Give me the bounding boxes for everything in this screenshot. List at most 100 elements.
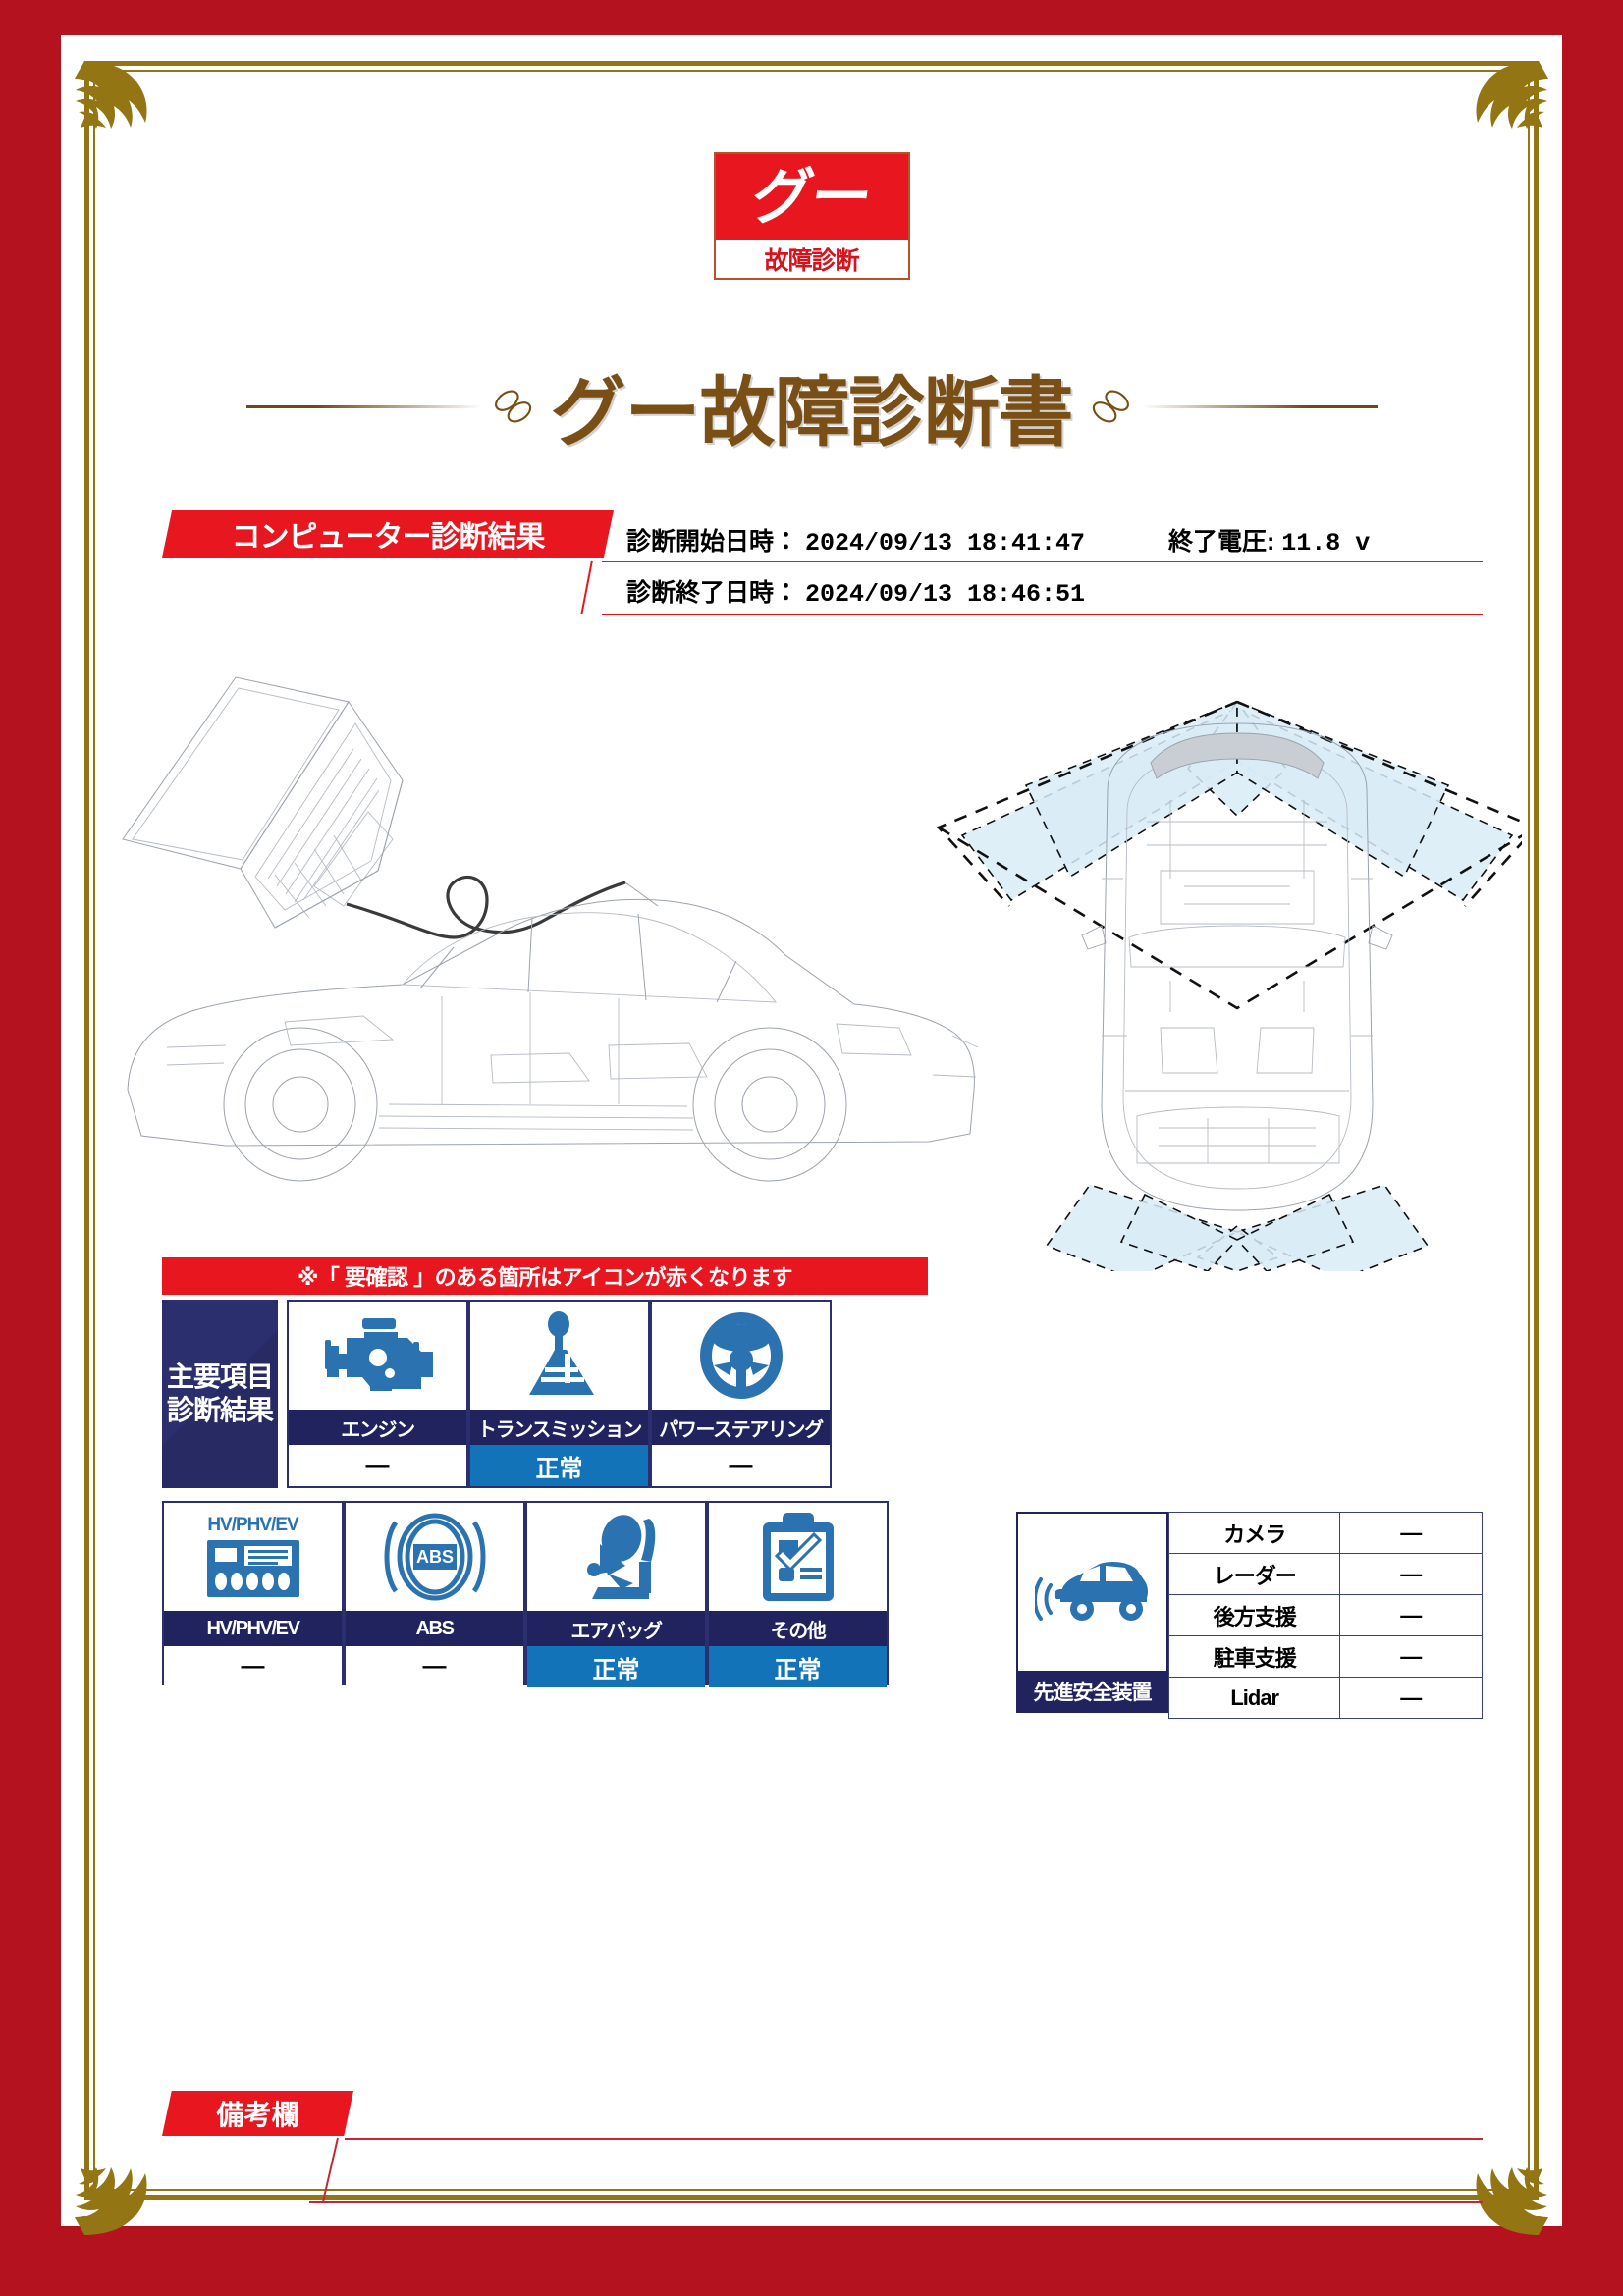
diagnosis-end-label: 診断終了日時： xyxy=(626,579,799,607)
table-row: 後方支援 — xyxy=(1167,1594,1483,1636)
main-items-grid: 主要項目 診断結果 エンジン — xyxy=(162,1300,928,1722)
diagnosis-start-label: 診断開始日時： xyxy=(626,528,799,556)
header-slash xyxy=(580,560,593,615)
remarks-banner: 備考欄 xyxy=(162,2091,353,2136)
item-name-airbag: エアバッグ xyxy=(527,1611,705,1646)
engine-icon xyxy=(289,1302,466,1410)
obd-cable xyxy=(346,876,626,939)
ornament-corner-top-right xyxy=(1476,61,1548,129)
safety-value-parking-support: — xyxy=(1339,1635,1483,1678)
car-top-wireframe xyxy=(1081,722,1393,1211)
sensor-cones-rear xyxy=(1045,1184,1430,1271)
flourish-right-icon xyxy=(1092,390,1129,423)
computer-diagnosis-banner: コンピューター診断結果 xyxy=(162,510,614,558)
remarks-rule-2 xyxy=(309,2201,1483,2203)
clipboard-check-icon xyxy=(709,1503,887,1611)
gold-border-top xyxy=(84,61,1539,66)
inner-page xyxy=(61,35,1562,2226)
item-status-hv-phv-ev: — xyxy=(164,1646,342,1687)
item-cell-engine[interactable]: エンジン — xyxy=(287,1300,468,1488)
advanced-safety-section: 先進安全装置 カメラ — レーダー — 後方支援 — 駐車支援 — Lidar … xyxy=(1016,1512,1483,1719)
table-row: カメラ — xyxy=(1167,1512,1483,1554)
item-name-engine: エンジン xyxy=(289,1410,466,1445)
safety-value-camera: — xyxy=(1339,1512,1483,1554)
main-items-side-label: 主要項目 診断結果 xyxy=(162,1300,278,1488)
remarks-rule-1 xyxy=(345,2138,1483,2140)
icon-color-notice-text: ※「 要確認 」のある箇所はアイコンが赤くなります xyxy=(297,1265,793,1290)
table-row: レーダー — xyxy=(1167,1553,1483,1595)
remarks-section: 備考欄 xyxy=(162,2091,1483,2209)
safety-value-rear-support: — xyxy=(1339,1594,1483,1636)
icon-color-notice: ※「 要確認 」のある箇所はアイコンが赤くなります xyxy=(162,1257,928,1295)
hv-battery-icon: HV/PHV/EV xyxy=(164,1503,342,1611)
title-rule-right xyxy=(1141,404,1378,408)
safety-value-lidar: — xyxy=(1339,1677,1483,1719)
item-cell-airbag[interactable]: エアバッグ 正常 xyxy=(525,1501,707,1687)
flourish-left-icon xyxy=(494,390,531,423)
laptop-wireframe xyxy=(122,676,404,929)
item-status-abs: — xyxy=(346,1646,523,1687)
gold-inner-right xyxy=(1528,70,1530,2191)
gold-inner-left xyxy=(93,70,95,2191)
item-cell-abs[interactable]: ABS ABS — xyxy=(344,1501,525,1687)
item-name-transmission: トランスミッション xyxy=(470,1410,648,1445)
safety-key-radar: レーダー xyxy=(1167,1553,1341,1595)
diagnostic-illustration xyxy=(122,676,1522,1271)
item-status-transmission: 正常 xyxy=(470,1445,648,1486)
ornament-corner-bottom-left xyxy=(75,2167,147,2235)
logo-mark-box: グー xyxy=(715,154,908,240)
abs-icon: ABS xyxy=(346,1503,523,1611)
side-label-line2: 診断結果 xyxy=(166,1395,274,1425)
header-rule-1 xyxy=(602,561,1483,562)
item-status-airbag: 正常 xyxy=(527,1646,705,1687)
gold-inner-top xyxy=(93,70,1530,72)
item-cell-transmission[interactable]: トランスミッション 正常 xyxy=(468,1300,650,1488)
ornament-corner-bottom-right xyxy=(1476,2167,1548,2235)
side-label-line1: 主要項目 xyxy=(166,1361,274,1392)
item-name-hv-phv-ev: HV/PHV/EV xyxy=(164,1611,342,1646)
car-side-wireframe xyxy=(127,881,979,1182)
table-row: 駐車支援 — xyxy=(1167,1635,1483,1678)
item-cell-power-steering[interactable]: パワーステアリング — xyxy=(650,1300,832,1488)
hv-badge-text: HV/PHV/EV xyxy=(207,1515,298,1535)
item-status-other: 正常 xyxy=(709,1646,887,1687)
item-status-engine: — xyxy=(289,1445,466,1486)
logo-mark-text: グー xyxy=(747,161,876,233)
svg-text:ABS: ABS xyxy=(415,1547,453,1567)
logo-subtitle: 故障診断 xyxy=(764,247,859,275)
advanced-safety-table: カメラ — レーダー — 後方支援 — 駐車支援 — Lidar — xyxy=(1167,1512,1483,1719)
item-cell-other[interactable]: その他 正常 xyxy=(707,1501,889,1687)
diagnosis-start-value: 2024/09/13 18:41:47 xyxy=(804,529,1086,558)
computer-diagnosis-banner-label: コンピューター診断結果 xyxy=(231,521,546,554)
end-voltage-row: 終了電圧: 11.8 v xyxy=(1168,522,1370,558)
item-name-other: その他 xyxy=(709,1611,887,1646)
remarks-banner-label: 備考欄 xyxy=(216,2100,299,2130)
advanced-safety-label: 先進安全装置 xyxy=(1018,1671,1166,1711)
steering-wheel-icon xyxy=(652,1302,830,1410)
item-status-power-steering: — xyxy=(652,1445,830,1486)
diagnosis-end-row: 診断終了日時： 2024/09/13 18:46:51 xyxy=(626,573,1085,609)
transmission-icon xyxy=(470,1302,648,1410)
safety-key-rear-support: 後方支援 xyxy=(1167,1594,1341,1636)
safety-key-lidar: Lidar xyxy=(1167,1677,1341,1719)
car-radar-icon xyxy=(1018,1514,1166,1671)
item-cell-hv-phv-ev[interactable]: HV/PHV/EV HV/PHV/EV — xyxy=(162,1501,344,1687)
ornament-corner-top-left xyxy=(75,61,147,129)
advanced-safety-icon-cell[interactable]: 先進安全装置 xyxy=(1016,1512,1168,1713)
gold-inner-bottom xyxy=(93,2189,1530,2191)
table-row: Lidar — xyxy=(1167,1677,1483,1719)
gold-border-right xyxy=(1534,61,1539,2200)
end-voltage-value: 11.8 v xyxy=(1281,529,1371,558)
end-voltage-label: 終了電圧: xyxy=(1168,528,1275,556)
page-title: グー故障診断書 xyxy=(550,369,1074,457)
airbag-icon xyxy=(527,1503,705,1611)
safety-key-camera: カメラ xyxy=(1167,1512,1341,1554)
safety-key-parking-support: 駐車支援 xyxy=(1167,1635,1341,1678)
item-name-abs: ABS xyxy=(346,1611,523,1646)
safety-value-radar: — xyxy=(1339,1553,1483,1595)
diagnosis-end-value: 2024/09/13 18:46:51 xyxy=(804,580,1086,609)
gold-border-left xyxy=(84,61,89,2200)
diagnosis-start-row: 診断開始日時： 2024/09/13 18:41:47 xyxy=(626,522,1085,558)
computer-diagnosis-header: コンピューター診断結果 診断開始日時： 2024/09/13 18:41:47 … xyxy=(162,510,1483,618)
